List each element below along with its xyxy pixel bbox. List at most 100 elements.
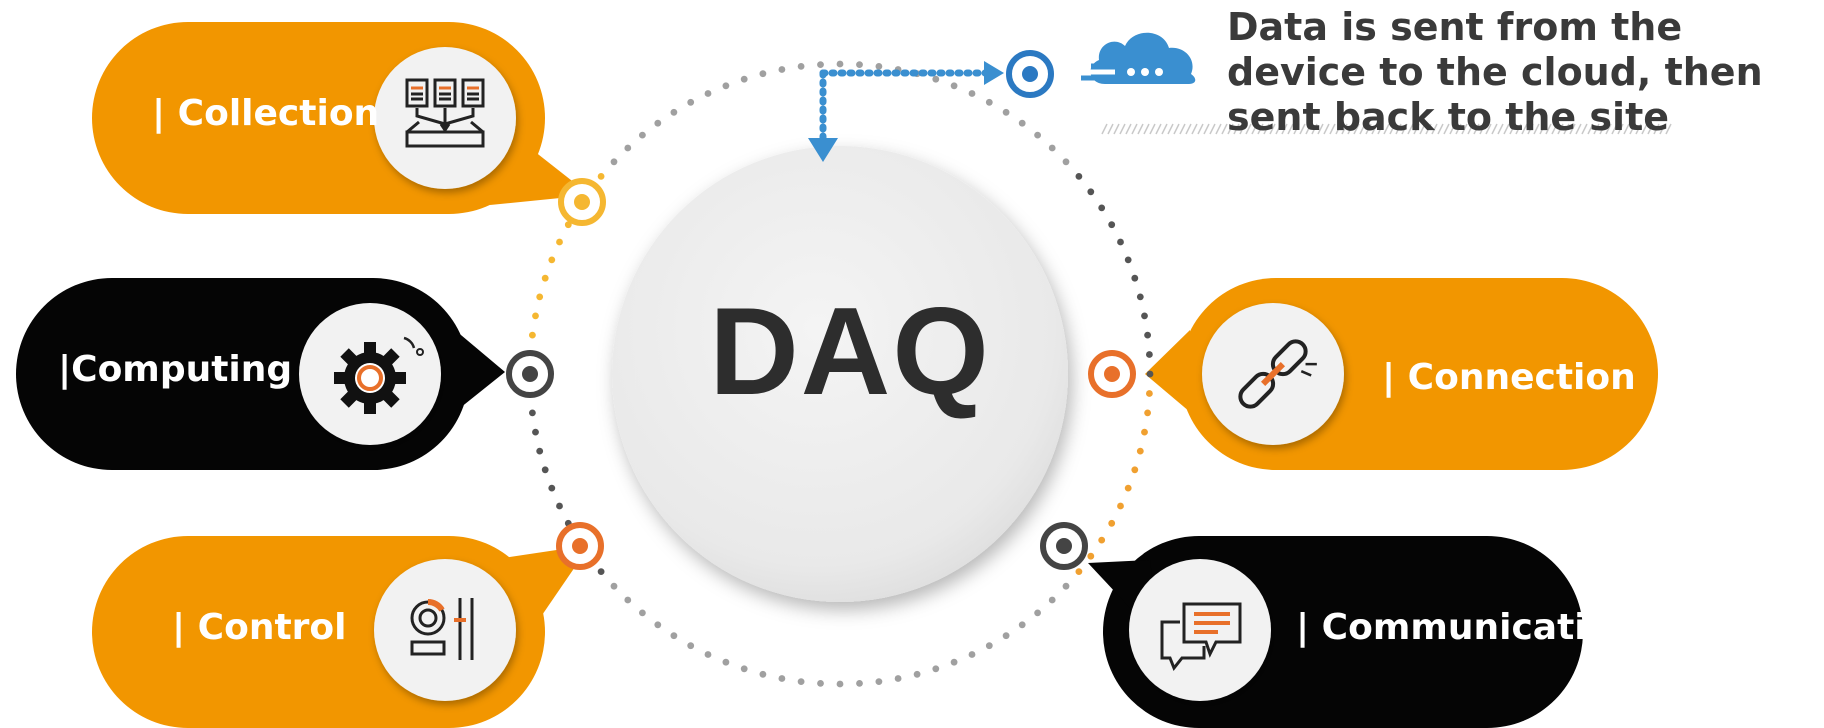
link-icon xyxy=(1238,339,1317,409)
ring-dot xyxy=(597,173,605,180)
center-circle xyxy=(612,146,1068,602)
hatch-line xyxy=(1665,123,1672,135)
ring-dot xyxy=(1117,502,1124,510)
hatch-line xyxy=(1365,123,1372,135)
ring-dot xyxy=(529,409,536,417)
hatch-line xyxy=(1521,123,1528,135)
hatch-line xyxy=(1347,123,1354,135)
center-title: DAQ xyxy=(709,283,991,421)
collection-label: | Collection xyxy=(152,93,380,134)
ring-dot xyxy=(778,66,786,73)
hatch-line xyxy=(1563,123,1570,135)
ring-dot xyxy=(1124,484,1132,492)
communication-label: | Communication xyxy=(1296,607,1637,648)
hatch-line xyxy=(1287,123,1294,135)
hatch-line xyxy=(1449,123,1456,135)
ring-dot xyxy=(932,665,940,673)
hatch-line xyxy=(1509,123,1516,135)
cloud-icon xyxy=(1081,32,1196,84)
dotted-ring xyxy=(526,60,1154,688)
ring-dot xyxy=(1002,108,1010,116)
hatch-line xyxy=(1443,123,1450,135)
hatch-line xyxy=(1377,123,1384,135)
ring-dot xyxy=(639,609,646,617)
hatch-line xyxy=(1635,123,1642,135)
ring-dot xyxy=(1108,519,1116,527)
ring-dot xyxy=(556,502,563,510)
hatch-line xyxy=(1323,123,1330,135)
ring-dot xyxy=(1087,188,1095,196)
hatch-line xyxy=(1131,123,1138,135)
ring-dot xyxy=(532,312,539,320)
hatch-line xyxy=(1185,123,1192,135)
ring-dot xyxy=(913,670,921,678)
hatch-line xyxy=(1329,123,1336,135)
hatch-line xyxy=(1113,123,1120,135)
hatch-divider xyxy=(1101,123,1672,135)
hatch-line xyxy=(1641,123,1648,135)
hatch-line xyxy=(1197,123,1204,135)
ring-dot xyxy=(1144,331,1151,339)
hatch-line xyxy=(1407,123,1414,135)
ring-dot xyxy=(894,675,902,682)
ring-dot xyxy=(1034,609,1041,617)
hatch-line xyxy=(1503,123,1510,135)
collection-marker xyxy=(558,178,606,226)
hatch-line xyxy=(1245,123,1252,135)
hatch-line xyxy=(1233,123,1240,135)
ring-dot xyxy=(1141,312,1148,320)
hatch-line xyxy=(1293,123,1300,135)
ring-dot xyxy=(1075,568,1083,575)
hatch-line xyxy=(1395,123,1402,135)
hatch-line xyxy=(1119,123,1126,135)
ring-dot xyxy=(836,60,844,68)
hatch-line xyxy=(1143,123,1150,135)
hatch-line xyxy=(1389,123,1396,135)
ring-dot xyxy=(704,90,712,97)
hatch-line xyxy=(1311,123,1318,135)
ring-dot xyxy=(759,70,767,78)
hatch-line xyxy=(1221,123,1228,135)
ring-dot xyxy=(1141,428,1148,436)
hatch-line xyxy=(1263,123,1270,135)
hatch-line xyxy=(1203,123,1210,135)
hatch-line xyxy=(1305,123,1312,135)
ring-dot xyxy=(1098,536,1106,544)
ring-dot xyxy=(536,447,544,455)
ring-dot xyxy=(797,63,805,70)
hatch-line xyxy=(1539,123,1546,135)
hatch-line xyxy=(1623,123,1630,135)
hatch-line xyxy=(1653,123,1660,135)
hatch-line xyxy=(1269,123,1276,135)
hatch-line xyxy=(1491,123,1498,135)
cloud-note: Data is sent from the device to the clou… xyxy=(1227,5,1763,139)
hatch-line xyxy=(1659,123,1666,135)
hatch-line xyxy=(1533,123,1540,135)
hatch-line xyxy=(1551,123,1558,135)
ring-dot xyxy=(1048,144,1056,152)
hatch-line xyxy=(1497,123,1504,135)
ring-dot xyxy=(1146,351,1153,358)
ring-dot xyxy=(1098,204,1106,212)
hatch-line xyxy=(1257,123,1264,135)
hatch-line xyxy=(1173,123,1180,135)
ring-dot xyxy=(722,82,730,90)
ring-dot xyxy=(875,63,883,70)
hatch-line xyxy=(1209,123,1216,135)
ring-dot xyxy=(950,82,958,90)
ring-dot xyxy=(722,658,730,666)
hatch-line xyxy=(1515,123,1522,135)
cloud-path-arrow xyxy=(808,61,1004,162)
ring-dot xyxy=(740,75,748,83)
hatch-line xyxy=(1419,123,1426,135)
ring-dot xyxy=(541,274,549,282)
hatch-line xyxy=(1629,123,1636,135)
hatch-line xyxy=(1431,123,1438,135)
ring-dot xyxy=(1136,293,1144,301)
hatch-line xyxy=(1317,123,1324,135)
ring-dot xyxy=(836,680,844,688)
hatch-line xyxy=(1647,123,1654,135)
hatch-line xyxy=(1251,123,1258,135)
hatch-line xyxy=(1215,123,1222,135)
ring-dot xyxy=(670,632,678,640)
